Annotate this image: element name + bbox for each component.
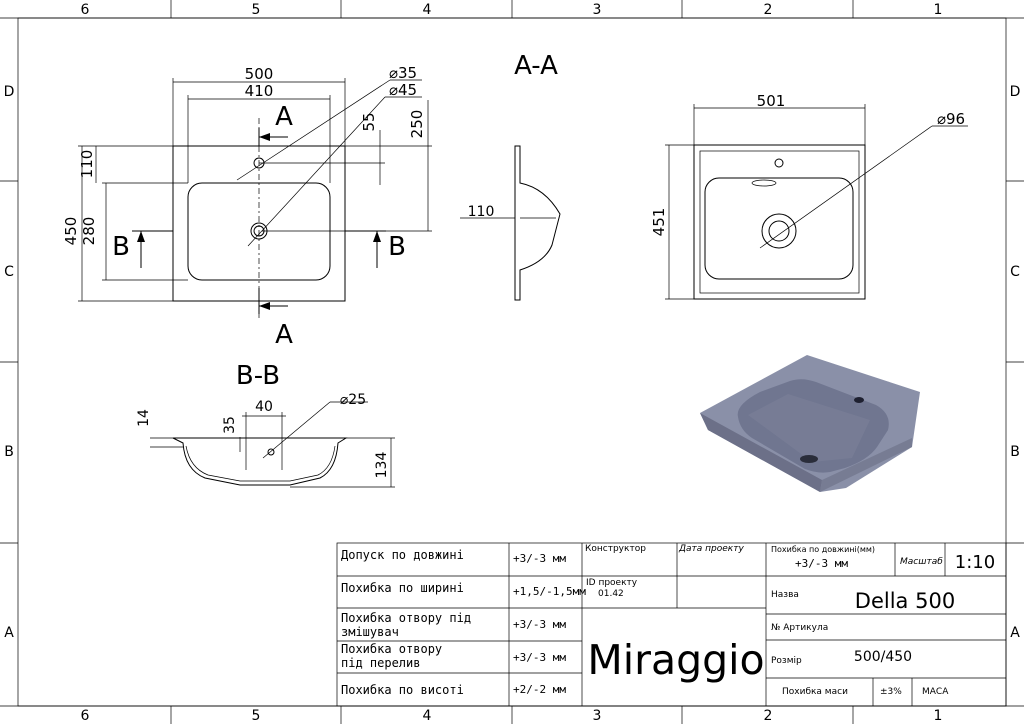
section-aa-title: A-A [514,51,558,81]
tb-row3-label-2: змішувач [341,625,399,639]
tb-project-id: 01.42 [598,589,624,599]
section-bb-view [150,401,395,488]
tb-row5-label: Похибка по висоті [341,683,464,697]
dim-110: 110 [78,150,96,179]
section-b-left: B [112,232,130,262]
tb-scale-label: Масштаб [900,557,943,567]
tb-mass-label: МАСА [922,687,949,697]
zone-top-3: 3 [593,2,602,18]
zone-top-2: 2 [764,2,773,18]
row-right-a: A [1010,625,1020,641]
section-aa-view [460,145,561,301]
zone-top-4: 4 [423,2,432,18]
brand-logo: Miraggio [587,636,764,684]
tb-length-tol: +3/-3 мм [795,557,848,570]
dim-d45: ⌀45 [389,81,417,99]
zone-bottom-5: 5 [252,708,261,724]
row-right-b: B [1010,444,1020,460]
dim-d35: ⌀35 [389,64,417,82]
zone-top-1: 1 [934,2,943,18]
section-b-right: B [388,232,406,262]
tb-row2-label: Похибка по ширині [341,581,464,595]
tb-row4-value: +3/-3 мм [513,651,566,664]
row-right-d: D [1010,84,1021,100]
tb-mass-tol: ±3% [880,687,902,697]
row-left-d: D [4,84,15,100]
tb-row3-value: +3/-3 мм [513,618,566,631]
dim-d25: ⌀25 [340,392,366,408]
tb-size: 500/450 [854,649,912,665]
section-a-bottom: A [275,320,293,350]
row-left-a: A [4,625,14,641]
tb-mass-tol-label: Похибка маси [782,687,848,697]
row-left-c: C [4,264,14,280]
tb-row2-value: +1,5/-1,5мм [513,585,586,598]
zone-bottom-3: 3 [593,708,602,724]
dim-410: 410 [245,82,274,100]
row-left-b: B [4,444,14,460]
tb-row4-label-2: під перелив [341,656,420,670]
tb-date-label: Дата проекту [678,544,744,554]
top-view [78,78,432,318]
dim-250: 250 [408,110,426,139]
row-right-c: C [1010,264,1020,280]
section-a-top: A [275,102,293,132]
tb-row4-label-1: Похибка отвору [341,642,442,656]
title-block-grid [336,542,1007,707]
tb-length-tol-label: Похибка по довжині(мм) [771,545,875,554]
tb-name: Della 500 [855,589,955,613]
dim-bb-35: 35 [222,416,238,434]
dim-14: 14 [136,409,152,427]
dim-aa-110: 110 [468,204,495,220]
zone-bottom-1: 1 [934,708,943,724]
zone-bottom-2: 2 [764,708,773,724]
tb-name-label: Назва [771,590,799,600]
dim-450: 450 [62,217,80,246]
dim-134: 134 [374,452,390,479]
tb-size-label: Розмір [771,656,802,666]
basin-3d-render [700,355,920,492]
zone-bottom-6: 6 [81,708,90,724]
zone-top-5: 5 [252,2,261,18]
dim-501: 501 [757,92,786,110]
section-bb-title: B-B [236,361,280,391]
tb-article-label: № Артикула [771,623,828,633]
dim-280: 280 [80,217,98,246]
tb-row5-value: +2/-2 мм [513,683,566,696]
dim-d96: ⌀96 [937,110,965,128]
tb-row1-label: Допуск по довжині [341,548,464,562]
dim-500: 500 [245,65,274,83]
zone-bottom-4: 4 [423,708,432,724]
right-view [665,104,968,300]
tb-designer-label: Конструктор [585,544,646,554]
tb-row3-label-1: Похибка отвору під [341,611,471,625]
tb-project-id-label: ID проекту [586,578,638,588]
dim-451: 451 [650,208,668,237]
dim-55: 55 [360,112,378,131]
tb-row1-value: +3/-3 мм [513,552,566,565]
zone-top-6: 6 [81,2,90,18]
tb-scale: 1:10 [955,552,995,573]
dim-40: 40 [255,399,273,415]
